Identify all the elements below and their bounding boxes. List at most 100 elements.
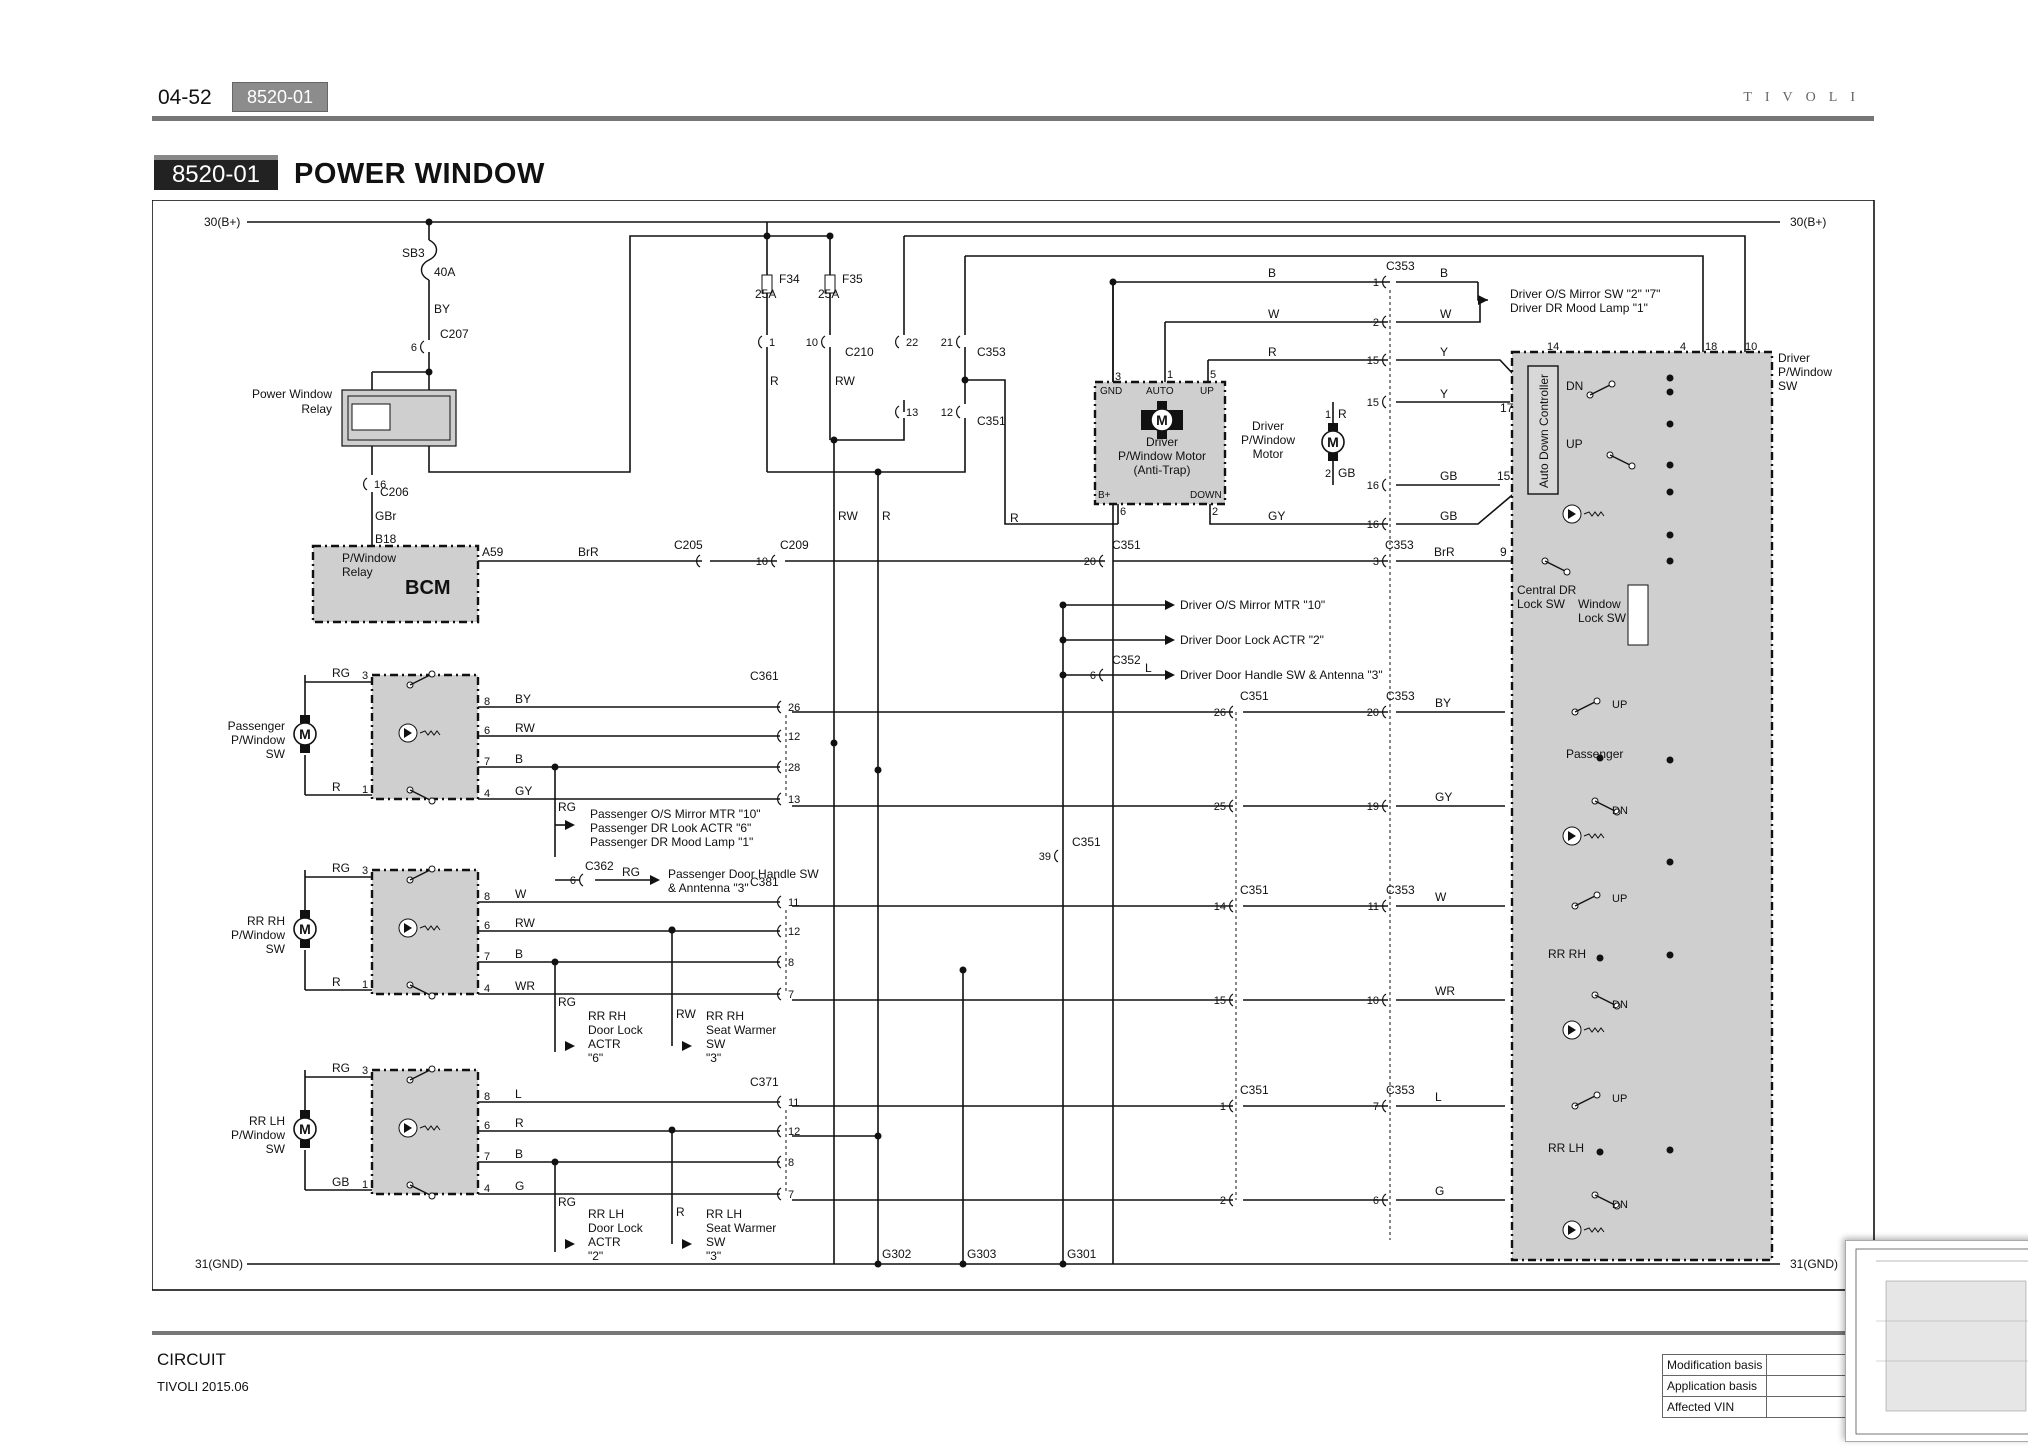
connector-label: C351 <box>1112 538 1141 552</box>
arrow-icon <box>1165 635 1175 645</box>
pin-number: 12 <box>788 731 800 743</box>
output-label: & Anntenna "3" <box>668 881 749 895</box>
motor-brush <box>1157 431 1167 439</box>
resistor <box>419 730 441 736</box>
resistor <box>1583 1227 1605 1233</box>
pin-number: 11 <box>788 897 799 909</box>
led-diode <box>1568 509 1576 519</box>
wire-color: B <box>1440 266 1448 280</box>
wire-color: W <box>1440 307 1452 321</box>
connector-pin <box>420 340 425 354</box>
junction-dot <box>1596 954 1604 962</box>
arrow-icon <box>682 1239 692 1249</box>
connector-pin <box>1229 799 1234 813</box>
pin-number: 8 <box>484 891 490 903</box>
wire <box>1396 300 1481 323</box>
junction-dot <box>551 958 559 966</box>
connector-pin <box>1382 517 1387 531</box>
connector-label: C362 <box>585 859 614 873</box>
junction-dot <box>551 763 559 771</box>
connector-pin <box>777 1124 782 1138</box>
arrow-icon <box>682 1041 692 1051</box>
arrow-icon <box>565 1041 575 1051</box>
motor-brush <box>300 1140 310 1148</box>
wire-color: W <box>1268 307 1280 321</box>
pin-number: 6 <box>411 342 417 354</box>
junction-dot <box>1666 374 1674 382</box>
wire-color: WR <box>515 979 535 993</box>
junction-dot <box>763 232 771 240</box>
pin-number: 4 <box>1680 341 1686 353</box>
switch-lever <box>1594 800 1616 812</box>
wire-color: L <box>515 1087 522 1101</box>
switch-contact <box>428 1192 436 1200</box>
connector-label: C371 <box>750 1075 779 1089</box>
junction-dot <box>425 368 433 376</box>
connector-label: C209 <box>780 538 809 552</box>
connector-pin <box>956 405 961 419</box>
page-thumbnail[interactable] <box>1845 1240 2028 1442</box>
connector-pin <box>777 987 782 1001</box>
connector-pin <box>1382 478 1387 492</box>
motor-brush <box>1328 453 1338 461</box>
motor-letter: M <box>299 1121 311 1137</box>
motor-letter: M <box>1327 434 1339 450</box>
pin-number: 7 <box>484 951 490 963</box>
led-diode <box>1568 1225 1576 1235</box>
pin-number: 7 <box>484 1151 490 1163</box>
switch-up-label: UP <box>1612 699 1627 711</box>
wire-color: L <box>1435 1090 1442 1104</box>
pin-number: 3 <box>362 670 368 682</box>
resistor <box>1583 833 1605 839</box>
pin-number: 4 <box>484 788 490 800</box>
arrow-icon <box>1478 295 1488 305</box>
resistor <box>1583 1027 1605 1033</box>
switch-dn-label: DN <box>1612 999 1628 1011</box>
switch-up-label: UP <box>1612 1093 1627 1105</box>
connector-label: C351 <box>1240 689 1269 703</box>
wire-color: Y <box>1440 345 1448 359</box>
connector-label: C353 <box>1386 259 1415 273</box>
connector-label: C353 <box>1385 538 1414 552</box>
wire-color: Y <box>1440 387 1448 401</box>
switch-lever <box>1574 1095 1596 1107</box>
wire-color: L <box>1145 661 1152 675</box>
pin-number: 15 <box>1367 397 1379 409</box>
led-diode <box>404 728 412 738</box>
junction-dot <box>1059 601 1067 609</box>
switch-up-label: UP <box>1612 893 1627 905</box>
connector-pin <box>821 335 826 349</box>
junction-dot <box>830 739 838 747</box>
pin-number: 6 <box>484 725 490 737</box>
wire-color: R <box>1338 407 1347 421</box>
pin-number: 20 <box>1367 707 1379 719</box>
led-diode <box>404 923 412 933</box>
pin-number: 2 <box>1220 1195 1226 1207</box>
controller-label: Auto Down Controller <box>1537 374 1551 488</box>
connector-pin <box>1229 993 1234 1007</box>
pin-number: 14 <box>1547 341 1559 353</box>
wire-color: RW <box>515 916 535 930</box>
pin-number: 13 <box>788 794 800 806</box>
wire-color: R <box>332 780 341 794</box>
wire <box>904 235 1746 352</box>
junction-dot <box>830 436 838 444</box>
junction-dot <box>668 926 676 934</box>
switch-contact <box>1593 1091 1601 1099</box>
connector-pin <box>579 873 584 887</box>
wire-color: B <box>1268 266 1276 280</box>
connector-label: C381 <box>750 875 779 889</box>
connector-pin <box>1382 275 1387 289</box>
connector-label: C351 <box>1072 835 1101 849</box>
pin-number: 3 <box>362 1065 368 1077</box>
output-label: Driver O/S Mirror MTR "10" <box>1180 598 1325 612</box>
wire-color: R <box>676 1205 685 1219</box>
relay-inner <box>347 395 451 441</box>
junction-dot <box>874 1260 882 1268</box>
pin-label: A59 <box>482 545 504 559</box>
connector-pin <box>1229 705 1234 719</box>
wire-color: RG <box>332 666 350 680</box>
pin-number: 12 <box>788 1126 800 1138</box>
